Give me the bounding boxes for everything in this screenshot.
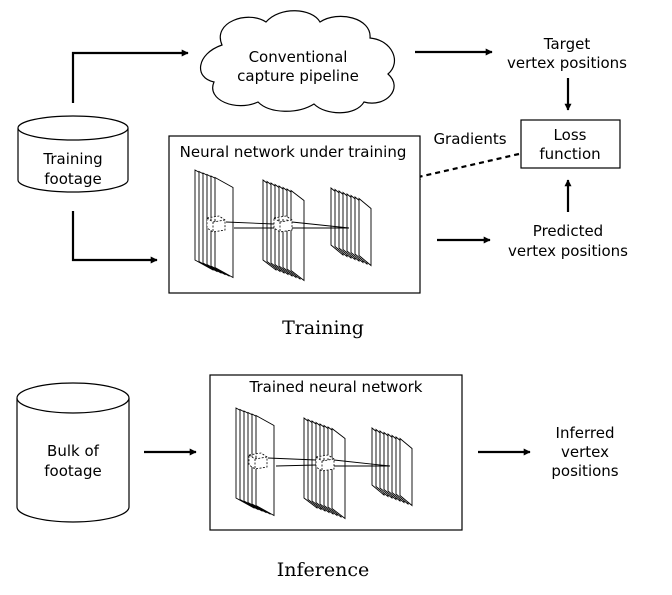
inference-section: Bulk of footage Trained neural network I… bbox=[16, 374, 619, 581]
projection-line bbox=[333, 459, 391, 467]
receptive-field-cube bbox=[273, 215, 293, 233]
inferred-label-line1: Inferred bbox=[556, 424, 615, 442]
inferred-label-line3: positions bbox=[551, 462, 618, 480]
bulk-footage-cylinder: Bulk of footage bbox=[16, 382, 130, 523]
loss-label-line2: function bbox=[539, 145, 600, 163]
receptive-field-cube bbox=[315, 454, 335, 472]
cloud-label-line1: Conventional bbox=[249, 48, 348, 66]
layer-sheet bbox=[358, 197, 372, 267]
target-label-line1: Target bbox=[543, 35, 591, 53]
projection-line bbox=[267, 457, 317, 461]
layer-sheet bbox=[331, 427, 346, 520]
predicted-label-line2: vertex positions bbox=[508, 242, 628, 260]
gradients-label: Gradients bbox=[433, 130, 506, 148]
inference-caption: Inference bbox=[277, 559, 369, 581]
training-network-layers bbox=[194, 169, 372, 282]
projection-line bbox=[291, 221, 350, 229]
training-network-box: Neural network under training bbox=[168, 135, 421, 294]
projection-line bbox=[225, 221, 275, 225]
layer-sheet bbox=[399, 437, 413, 507]
training-section: Training footage Conventional capture pi… bbox=[17, 10, 628, 339]
training-footage-label-line1: Training bbox=[42, 150, 102, 168]
trained-network-box: Trained neural network bbox=[209, 374, 463, 531]
cloud-label-line2: capture pipeline bbox=[237, 67, 359, 85]
conventional-pipeline-cloud: Conventional capture pipeline bbox=[199, 10, 396, 114]
bulk-footage-label-line2: footage bbox=[44, 462, 101, 480]
arrow-footage-to-pipeline bbox=[71, 49, 189, 103]
projection-line bbox=[275, 464, 317, 467]
training-footage-label-line2: footage bbox=[44, 170, 101, 188]
receptive-field-cube bbox=[206, 215, 226, 233]
training-caption: Training bbox=[282, 317, 364, 339]
bulk-footage-label-line1: Bulk of bbox=[47, 442, 100, 460]
target-label-line2: vertex positions bbox=[507, 54, 627, 72]
inferred-label-line2: vertex bbox=[561, 443, 609, 461]
trained-network-title: Trained neural network bbox=[249, 378, 423, 396]
loss-function-box: Loss function bbox=[520, 119, 621, 169]
loss-label-line1: Loss bbox=[554, 126, 587, 144]
training-footage-cylinder: Training footage bbox=[17, 115, 129, 193]
arrow-footage-to-network bbox=[71, 211, 158, 264]
training-network-title: Neural network under training bbox=[180, 143, 407, 161]
layer-sheet bbox=[290, 189, 305, 282]
receptive-field-cube bbox=[248, 452, 268, 470]
gradients-arrow bbox=[413, 152, 520, 181]
predicted-label-line1: Predicted bbox=[533, 222, 603, 240]
trained-network-layers bbox=[235, 407, 413, 520]
